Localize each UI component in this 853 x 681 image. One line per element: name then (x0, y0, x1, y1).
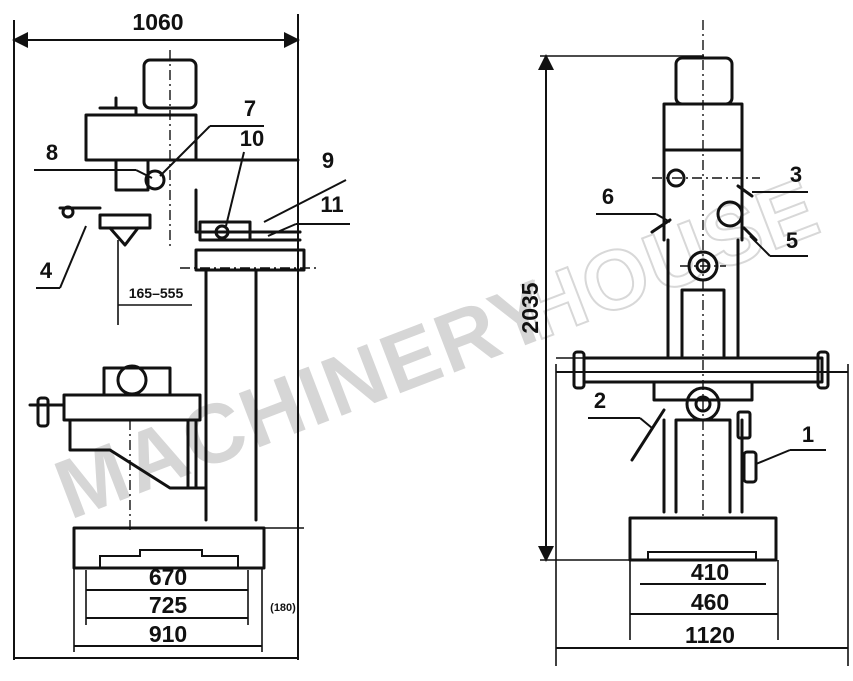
front-handle-1 (742, 450, 758, 484)
dim-910: 910 (149, 621, 187, 647)
front-base (628, 516, 778, 562)
callout-1: 1 (802, 422, 814, 447)
dim-725: 725 (149, 592, 188, 618)
dim-1060: 1060 (132, 9, 183, 35)
column-cap (194, 248, 306, 272)
callout-4: 4 (40, 258, 53, 283)
dim-460: 460 (691, 589, 729, 615)
column (204, 268, 258, 522)
clamp-10 (214, 224, 230, 240)
table (62, 393, 202, 422)
table-crank (36, 396, 50, 428)
leader-10 (225, 151, 245, 227)
front-table-crank-right (816, 350, 830, 390)
callout-11: 11 (320, 192, 343, 217)
drawbar-lever (108, 226, 140, 247)
lever-knob (61, 205, 75, 219)
callout-10: 10 (240, 126, 264, 151)
dim-180: (180) (270, 602, 296, 614)
front-handwheel-5 (716, 200, 744, 228)
knee (68, 418, 208, 490)
callout-9: 9 (322, 148, 334, 173)
leader-2b (639, 417, 653, 429)
front-lock-1 (736, 410, 752, 440)
leader-11 (267, 223, 297, 237)
front-saddle (652, 380, 754, 402)
leader-5 (749, 235, 771, 257)
leader-9 (263, 179, 347, 223)
front-base-slot (647, 551, 757, 560)
knee-guide (186, 418, 198, 490)
head-cap (98, 96, 138, 117)
handwheel-8 (144, 169, 166, 191)
front-levers (736, 184, 758, 242)
front-crank-2 (630, 408, 666, 462)
callout-6: 6 (602, 184, 614, 209)
callout-8: 8 (46, 140, 58, 165)
base (72, 526, 266, 570)
leader-8b (135, 169, 153, 179)
dim-2035: 2035 (517, 282, 543, 333)
spindle-nose (98, 213, 152, 230)
callout-2: 2 (594, 388, 606, 413)
dim-670: 670 (149, 564, 187, 590)
watermark: MACHINERY HOUSE (43, 158, 833, 537)
callout-5: 5 (786, 228, 798, 253)
milling-head (84, 113, 198, 162)
leader-4b (59, 225, 87, 289)
front-table-crank-left (572, 350, 586, 390)
front-knee (674, 418, 732, 514)
front-view: 2035 4 (517, 20, 849, 666)
quill-housing (114, 158, 150, 192)
callout-3: 3 (790, 162, 802, 187)
front-knee-ways (662, 418, 744, 514)
side-view: 1060 165–555 (12, 9, 350, 660)
dim-165-555: 165–555 (129, 285, 184, 301)
vise-wheel (116, 364, 148, 396)
front-motor (674, 56, 734, 106)
front-knee-wheel-hub (694, 395, 712, 413)
leader-6b (655, 213, 671, 223)
leader-1 (755, 449, 791, 465)
dim-410: 410 (691, 559, 729, 585)
watermark-outline: HOUSE (510, 159, 832, 357)
base-slot (99, 549, 239, 568)
dim-1120: 1120 (685, 622, 735, 648)
front-lever-6 (650, 218, 672, 234)
leader-7 (159, 125, 211, 177)
watermark-solid: MACHINERY (43, 261, 565, 536)
callout-7: 7 (244, 96, 256, 121)
front-column (666, 238, 740, 358)
vise (102, 366, 172, 397)
front-column-window (680, 288, 726, 358)
